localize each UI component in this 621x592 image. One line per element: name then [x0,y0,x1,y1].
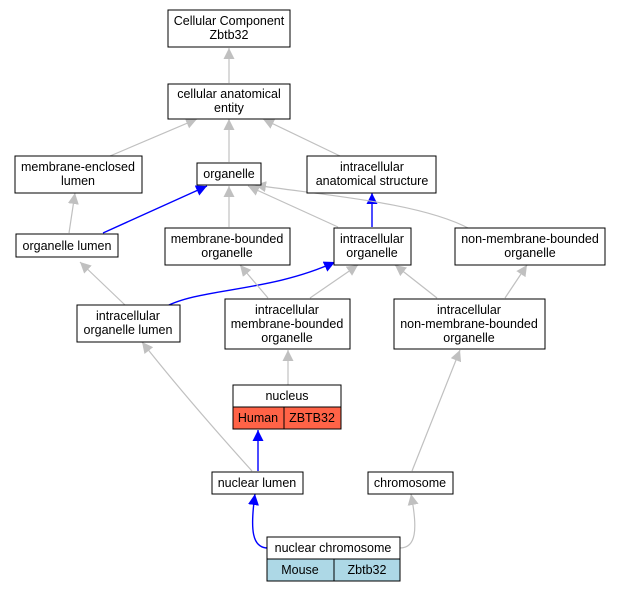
node-label-line-1: intracellular [255,303,319,317]
node-label-line-2: entity [214,101,245,115]
species-label: Mouse [281,563,319,577]
node-label-line-2: organelle [504,246,555,260]
edge-intracellular-organelle-to-organelle [247,185,339,228]
node-label-line-2: anatomical structure [316,174,429,188]
node-label-line-1: nuclear lumen [218,476,297,490]
node-label-line-1: intracellular [96,309,160,323]
gene-label: ZBTB32 [289,411,335,425]
node-label-line-2: non-membrane-bounded [400,317,538,331]
edge-membrane-enclosed-lumen-to-cellular-anatomical-entity [109,118,198,157]
node-intracellular-organelle-lumen[interactable]: intracellular organelle lumen [76,304,181,343]
node-nucleus[interactable]: nucleus Human ZBTB32 [232,384,342,430]
edge-nuclear-chromosome-to-nuclear-lumen [248,493,269,549]
node-label-line-2: organelle [201,246,252,260]
node-label-line-1: intracellular [340,160,404,174]
node-label-line-2: organelle lumen [84,323,173,337]
edge-intracellular-non-membrane-bounded-organelle-to-intracellular-organelle [394,264,438,299]
node-label-line-1: nuclear chromosome [275,541,392,555]
node-intracellular-anatomical-structure[interactable]: intracellular anatomical structure [306,155,437,194]
node-label-line-1: non-membrane-bounded [461,232,599,246]
edge-intracellular-membrane-bounded-organelle-to-intracellular-organelle [309,264,359,299]
edge-organelle-lumen-to-organelle [102,185,208,234]
node-label-line-3: organelle [261,331,312,345]
node-label-line-2: membrane-bounded [231,317,344,331]
edge-intracellular-organelle-lumen-to-organelle-lumen [79,261,126,306]
edge-intracellular-non-membrane-bounded-organelle-to-non-membrane-bounded-organelle [504,264,528,299]
gene-cell-human [283,406,342,430]
node-label-line-1: intracellular [437,303,501,317]
gene-cell-mouse [333,558,401,582]
node-non-membrane-bounded-organelle[interactable]: non-membrane-bounded organelle [454,227,606,266]
edge-non-membrane-bounded-organelle-to-organelle [254,181,471,230]
node-organelle[interactable]: organelle [196,162,262,186]
edge-intracellular-membrane-bounded-organelle-to-membrane-bounded-organelle [239,264,269,299]
edge-chromosome-to-intracellular-non-membrane-bounded-organelle [411,349,462,472]
node-label-line-2: Zbtb32 [210,28,249,42]
node-intracellular-membrane-bounded-organelle[interactable]: intracellular membrane-bounded organelle [224,298,351,350]
node-label-line-1: chromosome [374,476,446,490]
node-label-line-1: membrane-bounded [171,232,284,246]
node-intracellular-organelle[interactable]: intracellular organelle [333,227,412,266]
node-label-line-1: organelle [203,167,254,181]
edge-intracellular-organelle-lumen-to-intracellular-organelle [164,261,336,308]
node-organelle-lumen[interactable]: organelle lumen [15,233,119,258]
node-label-line-1: cellular anatomical [177,87,281,101]
node-label-line-1: membrane-enclosed [21,160,135,174]
node-label-line-1: organelle lumen [23,239,112,253]
node-label-line-1: intracellular [340,232,404,246]
node-membrane-bounded-organelle[interactable]: membrane-bounded organelle [164,227,291,266]
node-nuclear-chromosome[interactable]: nuclear chromosome Mouse Zbtb32 [266,536,401,582]
node-cellular-anatomical-entity[interactable]: cellular anatomical entity [167,83,291,120]
node-membrane-enclosed-lumen[interactable]: membrane-enclosed lumen [14,155,143,194]
node-label-line-2: lumen [61,174,95,188]
node-label-line-1: Cellular Component [174,14,285,28]
node-label-line-2: organelle [346,246,397,260]
node-label-line-1: nucleus [265,389,308,403]
edge-nuclear-chromosome-to-chromosome [399,493,419,549]
node-nuclear-lumen[interactable]: nuclear lumen [211,471,304,495]
node-label-line-3: organelle [443,331,494,345]
edge-nuclear-lumen-to-intracellular-organelle-lumen [141,341,253,472]
node-cellular-component[interactable]: Cellular Component Zbtb32 [167,9,291,48]
species-label: Human [238,411,278,425]
gene-label: Zbtb32 [348,563,387,577]
edge-organelle-lumen-to-membrane-enclosed-lumen [67,192,79,234]
edge-intracellular-anatomical-structure-to-cellular-anatomical-entity [262,118,341,157]
node-chromosome[interactable]: chromosome [367,471,454,495]
node-intracellular-non-membrane-bounded-organelle[interactable]: intracellular non-membrane-bounded organ… [393,298,546,350]
